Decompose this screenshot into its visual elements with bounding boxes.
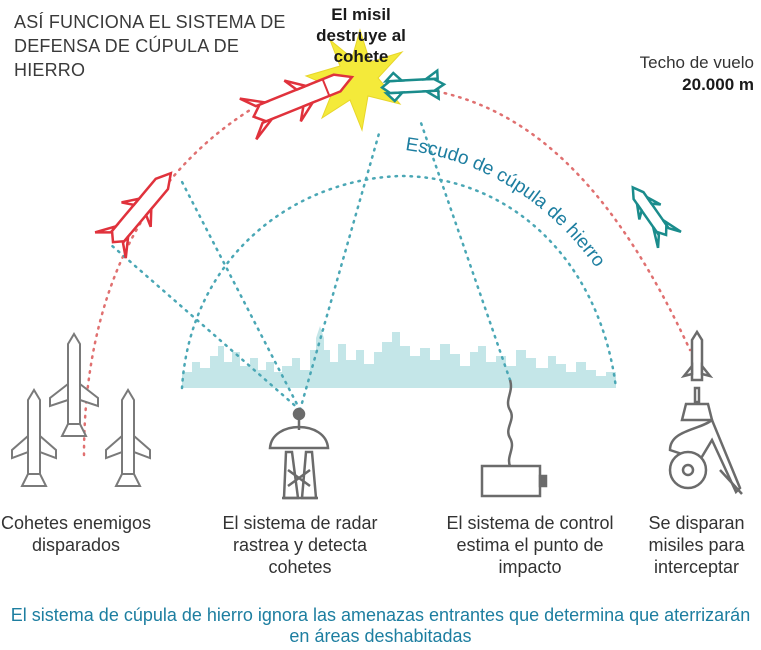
radar-tracking-lines [108, 118, 512, 412]
rocket-trajectory [82, 108, 252, 457]
interceptor-missile-icon [631, 185, 682, 249]
footer-note: El sistema de cúpula de hierro ignora la… [10, 605, 751, 646]
step-control: El sistema de control estima el punto de… [446, 513, 614, 577]
step-launch: Se disparan misiles para interceptar [648, 513, 745, 577]
city-skyline [182, 326, 616, 388]
enemy-rocket-icon [239, 73, 355, 141]
flight-ceiling-label: Techo de vuelo [639, 53, 754, 72]
shield-label: Escudo de cúpula de hierro [404, 134, 609, 271]
enemy-rocket-icon [94, 171, 173, 259]
control-unit-icon [480, 379, 548, 498]
interceptor-trajectory [428, 88, 692, 352]
flight-ceiling: Techo de vuelo 20.000 m [560, 52, 754, 96]
shield-dome [180, 174, 618, 390]
radar-dish-icon [268, 407, 330, 500]
ground-rockets-icon [11, 332, 151, 487]
intercept-callout: El misil destruye al cohete [316, 5, 406, 66]
flight-ceiling-value: 20.000 m [682, 75, 754, 94]
interceptor-missile-icon [379, 68, 447, 103]
page-title: ASÍ FUNCIONA EL SISTEMA DE DEFENSA DE CÚ… [14, 12, 286, 80]
step-radar: El sistema de radar rastrea y detecta co… [222, 513, 378, 577]
explosion-icon [304, 28, 404, 132]
step-enemy-rockets: Cohetes enemigos disparados [0, 513, 152, 555]
missile-launcher-icon [668, 329, 743, 495]
